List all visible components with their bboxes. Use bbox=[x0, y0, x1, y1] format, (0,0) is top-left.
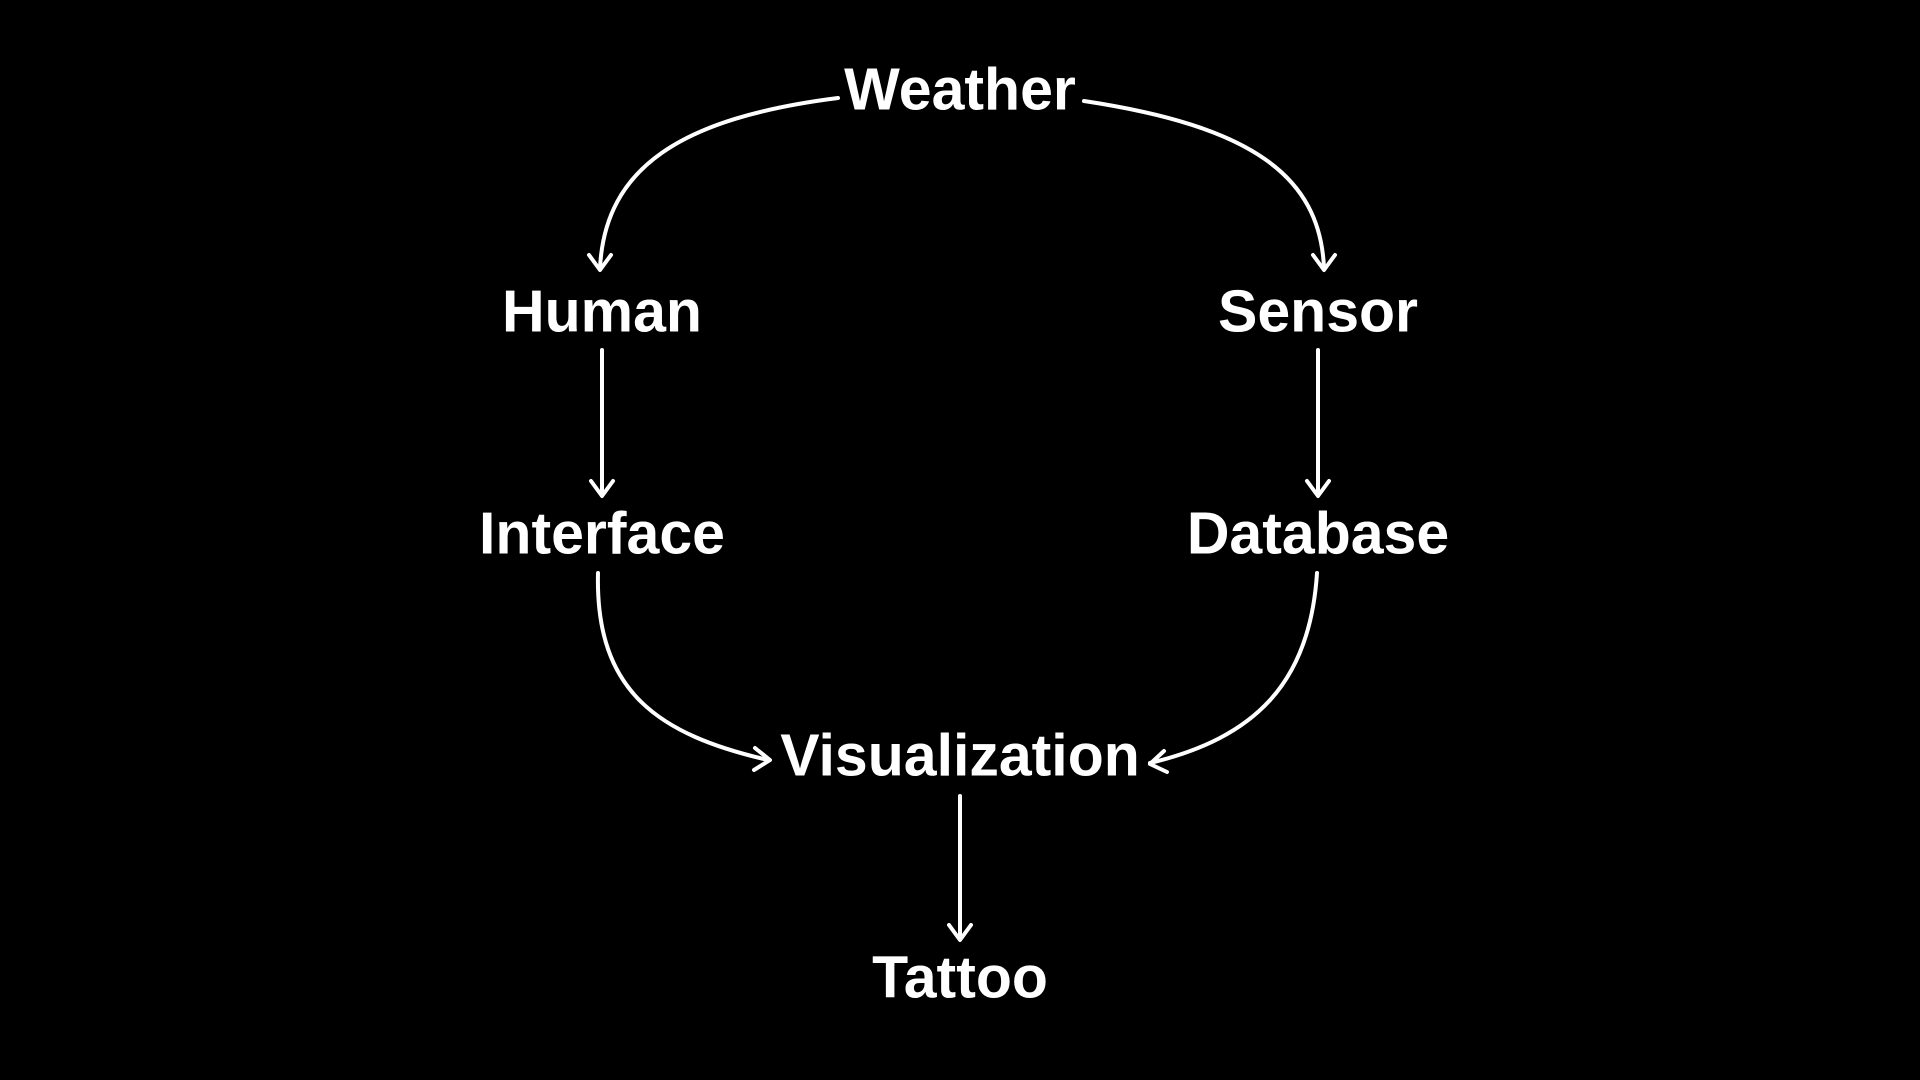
node-visualization: Visualization bbox=[780, 722, 1140, 789]
edge-weather-human bbox=[587, 96, 840, 272]
edge-visualization-tattoo bbox=[947, 794, 973, 942]
node-human: Human bbox=[502, 278, 702, 345]
edge-human-interface bbox=[589, 348, 615, 498]
node-interface: Interface bbox=[479, 500, 725, 567]
node-weather: Weather bbox=[844, 56, 1076, 123]
edge-interface-visualization bbox=[595, 571, 772, 772]
node-database: Database bbox=[1186, 500, 1450, 567]
edge-weather-sensor bbox=[1082, 99, 1337, 272]
node-sensor: Sensor bbox=[1217, 278, 1419, 345]
edge-database-visualization bbox=[1148, 571, 1319, 774]
node-tattoo: Tattoo bbox=[872, 944, 1048, 1011]
edge-sensor-database bbox=[1305, 348, 1331, 498]
